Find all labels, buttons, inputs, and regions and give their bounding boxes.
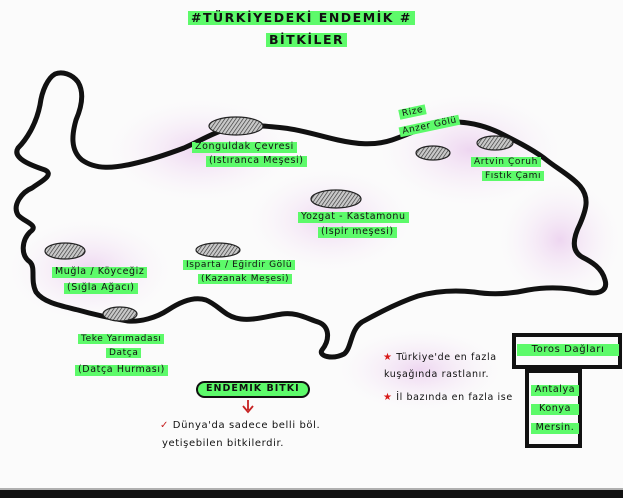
- label-zonguldak-sub: (Istıranca Meşesi): [206, 155, 307, 167]
- definition-line2: yetişebilen bitkilerdir.: [162, 438, 285, 449]
- shade-patch: [340, 330, 500, 410]
- provinces-box: [525, 369, 582, 448]
- location-marker-yozgat: [310, 189, 362, 209]
- label-yozgat: Yozgat - Kastamonu: [298, 211, 409, 223]
- label-mugla-sub: (Sığla Ağacı): [64, 282, 138, 294]
- label-yozgat-sub: (Ispir meşesi): [318, 226, 397, 238]
- page-title-line2: BİTKİLER: [266, 32, 348, 48]
- location-marker-isparta: [195, 242, 241, 258]
- label-antalya: Antalya: [531, 384, 579, 396]
- label-konya: Konya: [531, 403, 579, 415]
- label-artvin: Artvin Çoruh: [471, 157, 541, 168]
- note-1: ★ Türkiye'de en fazla: [383, 352, 497, 364]
- definition-arrow: [242, 400, 254, 414]
- check-icon: ✓: [160, 420, 169, 431]
- star-icon: ★: [383, 352, 393, 363]
- definition-text-1: Dünya'da sadece belli böl.: [172, 420, 321, 431]
- label-mugla: Muğla / Köyceğiz: [52, 266, 148, 278]
- note-2-text: İl bazında en fazla ise: [396, 392, 513, 403]
- star-icon: ★: [383, 392, 393, 403]
- label-teke-sub2: (Datça Hurması): [75, 364, 168, 376]
- toros-box: [512, 333, 622, 369]
- page-title: #TÜRKİYEDEKİ ENDEMİK #: [188, 10, 415, 26]
- definition-line1: ✓ Dünya'da sadece belli böl.: [160, 420, 320, 432]
- label-teke-sub: Datça: [106, 348, 142, 359]
- location-marker-teke: [102, 306, 138, 322]
- label-toros: Toros Dağları: [517, 344, 619, 356]
- note-2: ★ İl bazında en fazla ise: [383, 392, 513, 404]
- label-zonguldak: Zonguldak Çevresi: [192, 141, 297, 153]
- location-marker-zonguldak: [208, 116, 264, 136]
- definition-label: ENDEMİK BİTKİ: [196, 381, 310, 398]
- note-1-line2: kuşağında rastlanır.: [384, 369, 490, 380]
- location-marker-rize: [415, 145, 451, 161]
- label-isparta: Isparta / Eğirdir Gölü: [183, 260, 296, 271]
- note-1-text: Türkiye'de en fazla: [396, 352, 497, 363]
- shade-patch: [500, 180, 620, 300]
- label-mersin: Mersin.: [531, 422, 579, 434]
- bottom-edge: [0, 490, 623, 498]
- label-isparta-sub: (Kazanak Meşesi): [198, 274, 293, 285]
- location-marker-artvin: [476, 135, 514, 151]
- location-marker-mugla: [44, 242, 86, 260]
- label-teke: Teke Yarımadası: [78, 334, 165, 345]
- label-artvin-sub: Fıstık Çamı: [482, 171, 545, 182]
